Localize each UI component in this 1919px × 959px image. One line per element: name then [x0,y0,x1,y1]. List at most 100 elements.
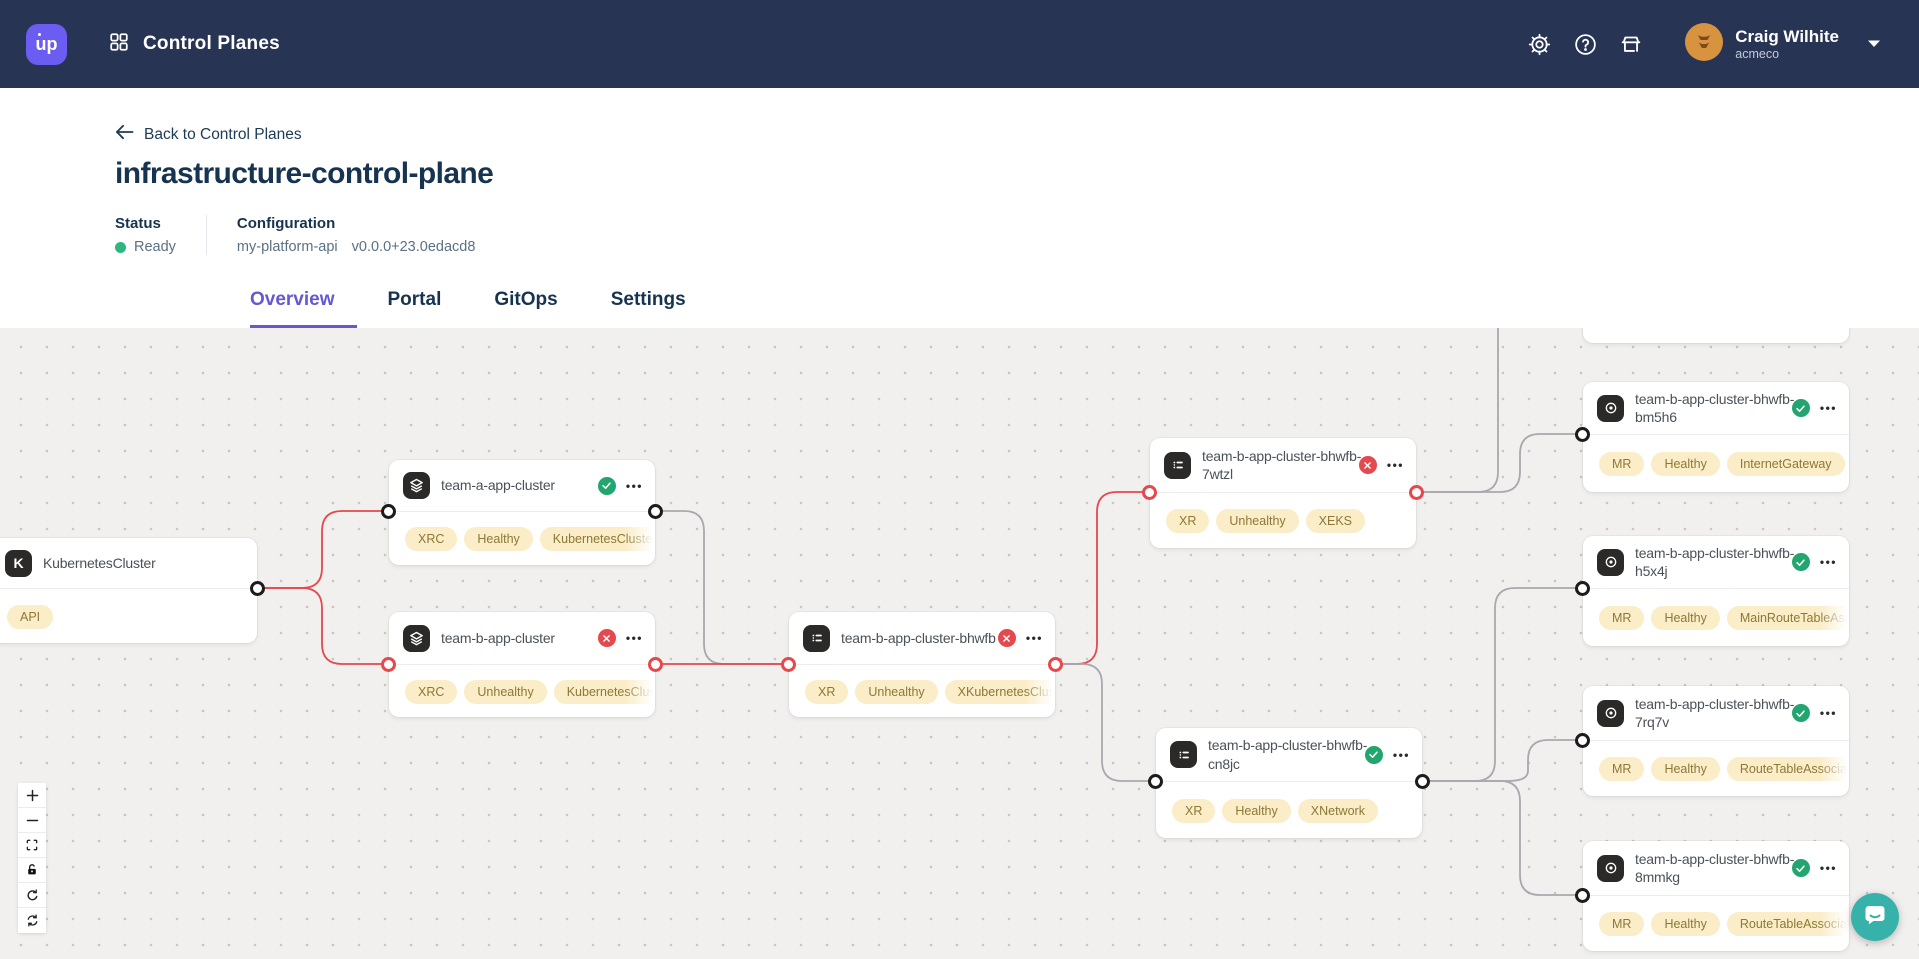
right-handle[interactable] [648,504,663,519]
zoom-out-button[interactable] [18,808,46,833]
left-handle[interactable] [1575,581,1590,596]
right-handle[interactable] [250,581,265,596]
upbound-logo[interactable]: up [26,23,67,65]
right-handle[interactable] [1048,657,1063,672]
left-handle[interactable] [1575,733,1590,748]
configuration-version: v0.0.0+23.0edacd8 [351,239,476,255]
badge: RouteTableAssociation [1726,757,1849,781]
healthy-check-icon [597,476,616,495]
user-org: acmeco [1735,46,1780,61]
node-menu-button[interactable]: ••• [1819,555,1837,569]
badge: Healthy [1651,606,1720,630]
node-badges: XRCUnhealthyKubernetesCluster [405,665,655,718]
lock-button[interactable] [18,858,46,883]
tab-portal[interactable]: Portal [387,289,442,310]
tab-gitops[interactable]: GitOps [494,289,558,310]
badge: Unhealthy [464,679,547,704]
fit-view-button[interactable] [18,833,46,858]
layers-resource-icon [403,624,430,652]
chevron-down-icon [1867,35,1881,53]
node-menu-button[interactable]: ••• [1386,458,1404,472]
list-resource-icon [1164,451,1191,479]
help-icon[interactable] [1571,30,1599,58]
node-header: team-b-app-cluster-bhwfb-7wtzl ••• [1150,438,1416,492]
k-resource-icon: K [5,549,32,577]
left-handle[interactable] [781,657,796,672]
node-header: K KubernetesCluster [0,538,257,588]
right-handle[interactable] [648,657,663,672]
tab-settings[interactable]: Settings [610,289,686,310]
node-header: team-b-app-cluster-bhwfb-h5x4j ••• [1583,536,1849,588]
chat-launcher-button[interactable] [1851,893,1899,941]
left-handle[interactable] [381,657,396,672]
node-header: team-b-app-cluster-bhwfb-cn8jc••• [1156,728,1422,781]
user-menu[interactable]: Craig Wilhite acmeco [1685,22,1889,66]
right-handle[interactable] [1409,485,1424,500]
refresh-button[interactable] [18,908,46,933]
target-resource-icon [1597,548,1624,576]
badge: MR [1599,912,1645,936]
healthy-check-icon [1791,704,1810,722]
badge: XKubernetesCluster [944,679,1055,704]
node-menu-button[interactable]: ••• [1819,706,1837,720]
node-title: team-b-app-cluster-bhwfb-h5x4j [1635,544,1795,579]
tab-bar: Overview Portal GitOps Settings [250,289,1919,328]
node-title: team-b-app-cluster-bhwfb-7wtzl [1202,447,1362,482]
badge: MR [1599,606,1645,630]
target-resource-icon [1597,854,1624,882]
left-handle[interactable] [1142,485,1157,500]
node-title: team-b-app-cluster-bhwfb [841,629,996,646]
badge: Unhealthy [1216,509,1299,533]
node-badges: MRHealthyMainRouteTableAssociation [1599,589,1849,647]
page-title: infrastructure-control-plane [115,157,494,190]
layers-resource-icon [403,472,430,499]
node-menu-button[interactable]: ••• [1819,401,1837,415]
node-title: KubernetesCluster [43,554,156,571]
node-partial[interactable] [1583,328,1849,343]
tab-overview[interactable]: Overview [250,289,357,328]
left-handle[interactable] [1575,427,1590,442]
badge: MR [1599,452,1645,476]
healthy-check-icon [1791,553,1810,571]
right-handle[interactable] [1415,774,1430,789]
status-label: Status [115,215,161,232]
badge: XR [805,679,849,704]
node-menu-button[interactable]: ••• [1392,747,1410,762]
back-link[interactable]: Back to Control Planes [115,124,302,145]
node-badges: MRHealthyRouteTableAssociation [1599,896,1849,952]
marketplace-icon[interactable] [1617,30,1645,58]
badge: KubernetesCluster [539,527,655,551]
node-menu-button[interactable]: ••• [1025,631,1043,645]
left-handle[interactable] [1148,774,1163,789]
left-handle[interactable] [1575,888,1590,903]
node-header: team-b-app-cluster••• [389,612,655,664]
node-divider [1148,774,1430,789]
rotate-button[interactable] [18,883,46,908]
node-menu-button[interactable]: ••• [625,478,643,493]
zoom-in-button[interactable] [18,783,46,808]
node-divider [1575,427,1849,442]
left-handle[interactable] [381,504,396,519]
badge: Healthy [1651,452,1720,476]
avatar [1685,22,1724,66]
badge: XEKS [1305,509,1366,533]
app-title: Control Planes [143,33,280,54]
settings-icon[interactable] [1525,30,1553,58]
node-menu-button[interactable]: ••• [625,631,643,645]
badge: MR [1599,757,1645,781]
node-menu-button[interactable]: ••• [1819,861,1837,875]
